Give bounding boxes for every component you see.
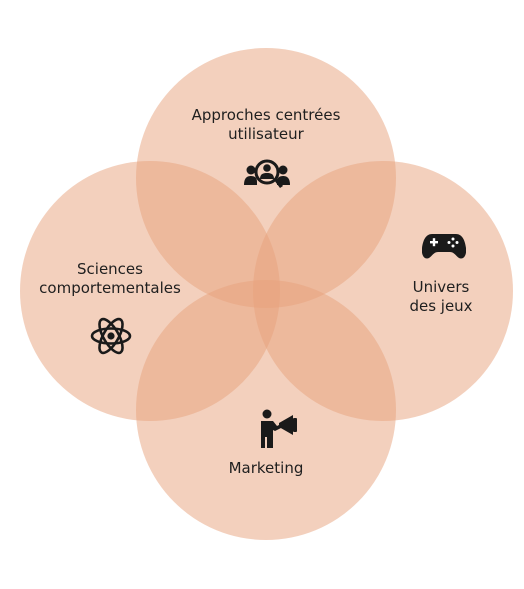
label-top-line-2: utilisateur [228,125,304,143]
label-left-line-2: comportementales [39,279,181,297]
label-right-line-2: des jeux [409,297,473,315]
label-right-line-1: Univers [412,278,470,296]
label-top: Approches centrées utilisateur [156,106,376,144]
gamepad-icon [422,232,466,260]
megaphone-person-icon [259,409,299,449]
atom-icon [90,315,132,357]
label-left: Sciences comportementales [30,260,190,298]
user-research-icon [244,158,290,192]
circle-left [20,161,280,421]
label-top-line-1: Approches centrées [191,106,341,124]
label-right: Univers des jeux [386,278,496,316]
label-left-line-1: Sciences [77,260,143,278]
label-bottom: Marketing [206,459,326,478]
label-bottom-line-1: Marketing [228,459,304,477]
